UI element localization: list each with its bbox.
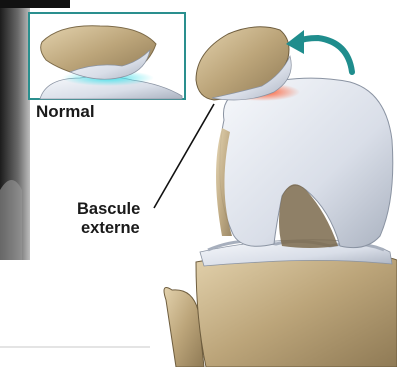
label-bascule-line1: Bascule <box>77 201 140 218</box>
tibia <box>196 252 397 367</box>
inset-normal <box>29 13 185 99</box>
leader-line <box>154 104 214 208</box>
main-knee <box>154 0 397 367</box>
label-bascule-line2: externe <box>81 220 140 237</box>
label-normal: Normal <box>36 103 95 121</box>
label-bascule-externe: Bascule externe <box>77 201 140 238</box>
